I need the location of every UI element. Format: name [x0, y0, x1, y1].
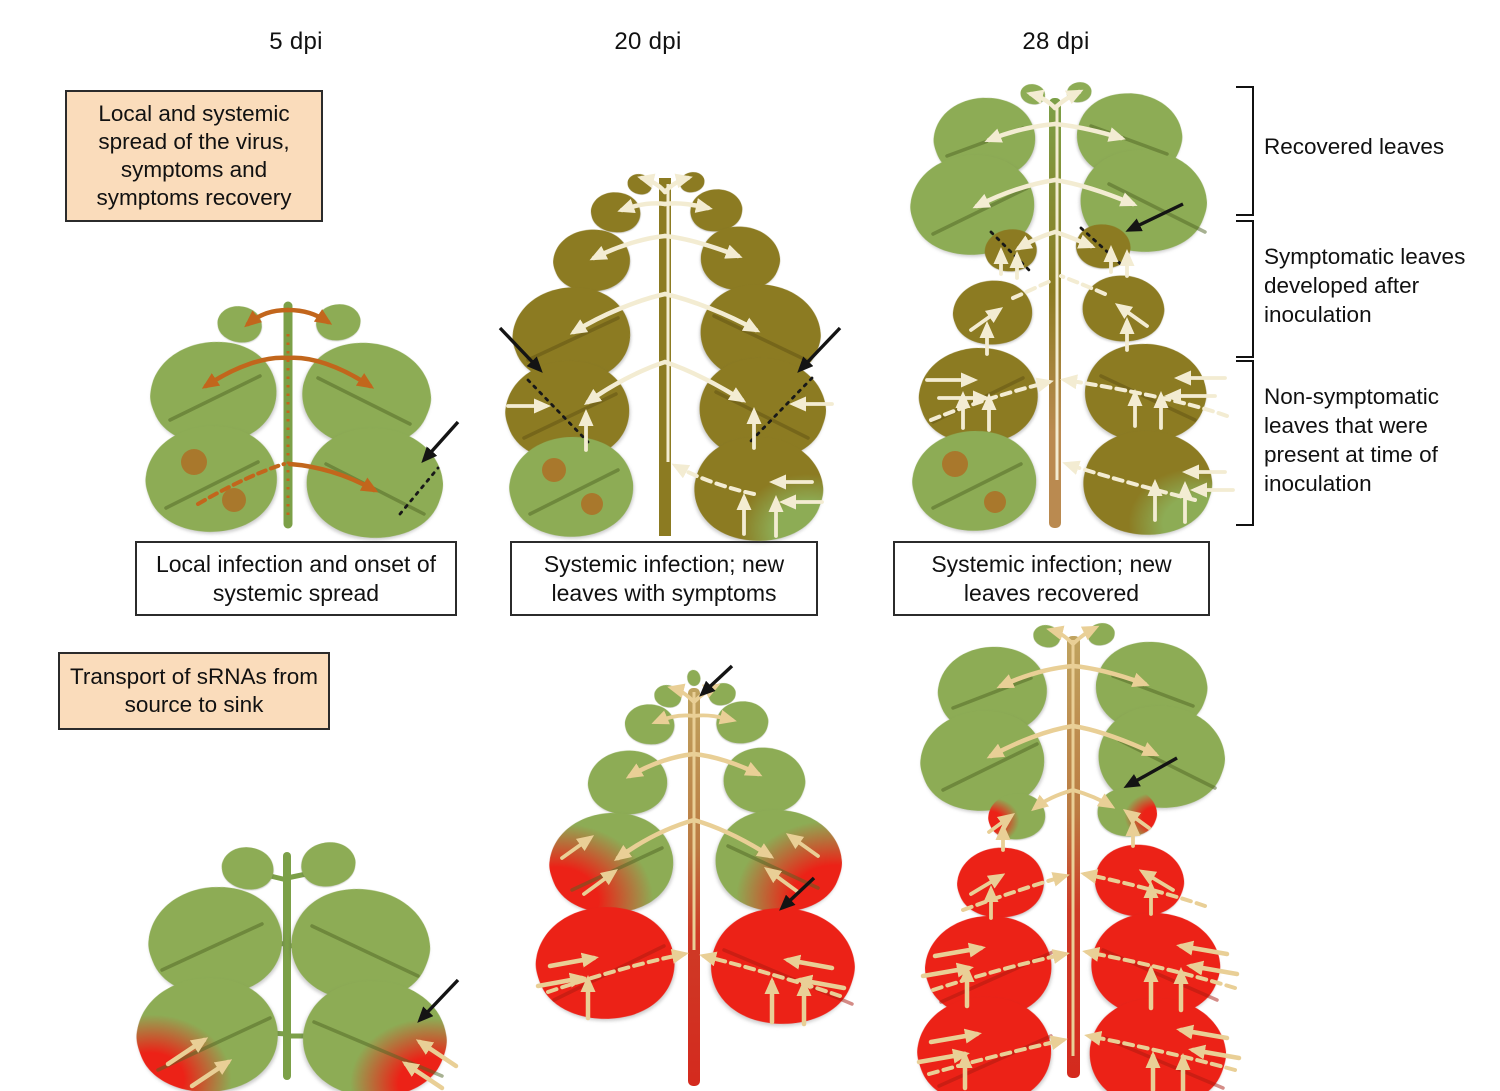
column-header-28dpi: 28 dpi	[1022, 28, 1090, 55]
srna-arrows	[916, 625, 1242, 1091]
plant-5dpi-virus	[142, 301, 460, 542]
srna-arrows	[165, 1037, 459, 1091]
inoculation-spots	[181, 449, 246, 512]
pointer-arrows	[498, 326, 842, 373]
stem	[1049, 98, 1061, 528]
caption-5dpi: Local infection and onset of systemic sp…	[135, 541, 457, 616]
leaf-veins	[156, 922, 444, 1078]
row-header-srna-transport: Transport of sRNAs from source to sink	[58, 652, 330, 730]
pointer-arrow	[417, 978, 460, 1023]
pointer-arrow	[1123, 756, 1178, 788]
caption-20dpi: Systemic infection; new leaves with symp…	[510, 541, 818, 616]
cut-line	[398, 466, 440, 516]
leaves	[142, 301, 446, 542]
bracket-recovered	[1236, 86, 1254, 216]
plant-5dpi-srna	[133, 838, 460, 1091]
bracket-symptomatic	[1236, 220, 1254, 358]
virus-arrows	[196, 307, 379, 506]
bracket-nonsymptomatic	[1236, 360, 1254, 526]
plant-20dpi-virus	[498, 169, 842, 544]
plant-28dpi-srna	[915, 620, 1242, 1091]
caption-28dpi: Systemic infection; new leaves recovered	[893, 541, 1210, 616]
plant-20dpi-srna	[533, 664, 857, 1086]
label-nonsymptomatic-leaves: Non-symptomatic leaves that were present…	[1264, 384, 1440, 496]
label-symptomatic-leaves: Symptomatic leaves developed after inocu…	[1264, 244, 1466, 327]
pointer-arrow	[1125, 202, 1184, 232]
label-recovered-leaves: Recovered leaves	[1264, 134, 1445, 159]
cut-lines	[526, 376, 814, 444]
row-header-virus-spread: Local and systemic spread of the virus, …	[65, 90, 323, 222]
pointer-arrows	[699, 664, 816, 911]
inoculation-spots	[942, 451, 1006, 513]
inoculation-spots	[542, 458, 603, 515]
plant-28dpi-virus	[906, 80, 1235, 538]
column-header-20dpi: 20 dpi	[614, 28, 682, 55]
srna-arrows	[535, 683, 847, 1027]
virus-arrows	[506, 173, 834, 538]
column-header-5dpi: 5 dpi	[269, 28, 323, 55]
pointer-arrow	[421, 420, 460, 463]
virus-arrows	[925, 89, 1235, 524]
